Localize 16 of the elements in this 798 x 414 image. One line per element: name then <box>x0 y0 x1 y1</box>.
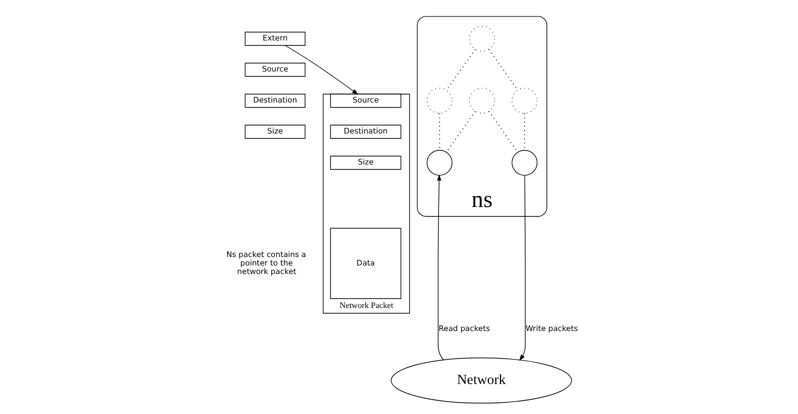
connector <box>488 111 518 153</box>
connector <box>488 49 518 91</box>
arrow <box>518 175 526 361</box>
connector <box>524 113 525 150</box>
connector <box>438 113 440 150</box>
node-circle <box>511 88 537 114</box>
connector <box>446 111 475 153</box>
node-circle <box>426 150 452 176</box>
node-circle <box>468 88 494 114</box>
connector <box>446 49 475 91</box>
cluster: ns <box>416 16 547 217</box>
node-circle <box>468 26 494 52</box>
node-circle <box>426 88 452 114</box>
node-circle <box>511 150 537 176</box>
node-ellipse: Network <box>390 358 572 404</box>
arrow <box>436 174 444 360</box>
